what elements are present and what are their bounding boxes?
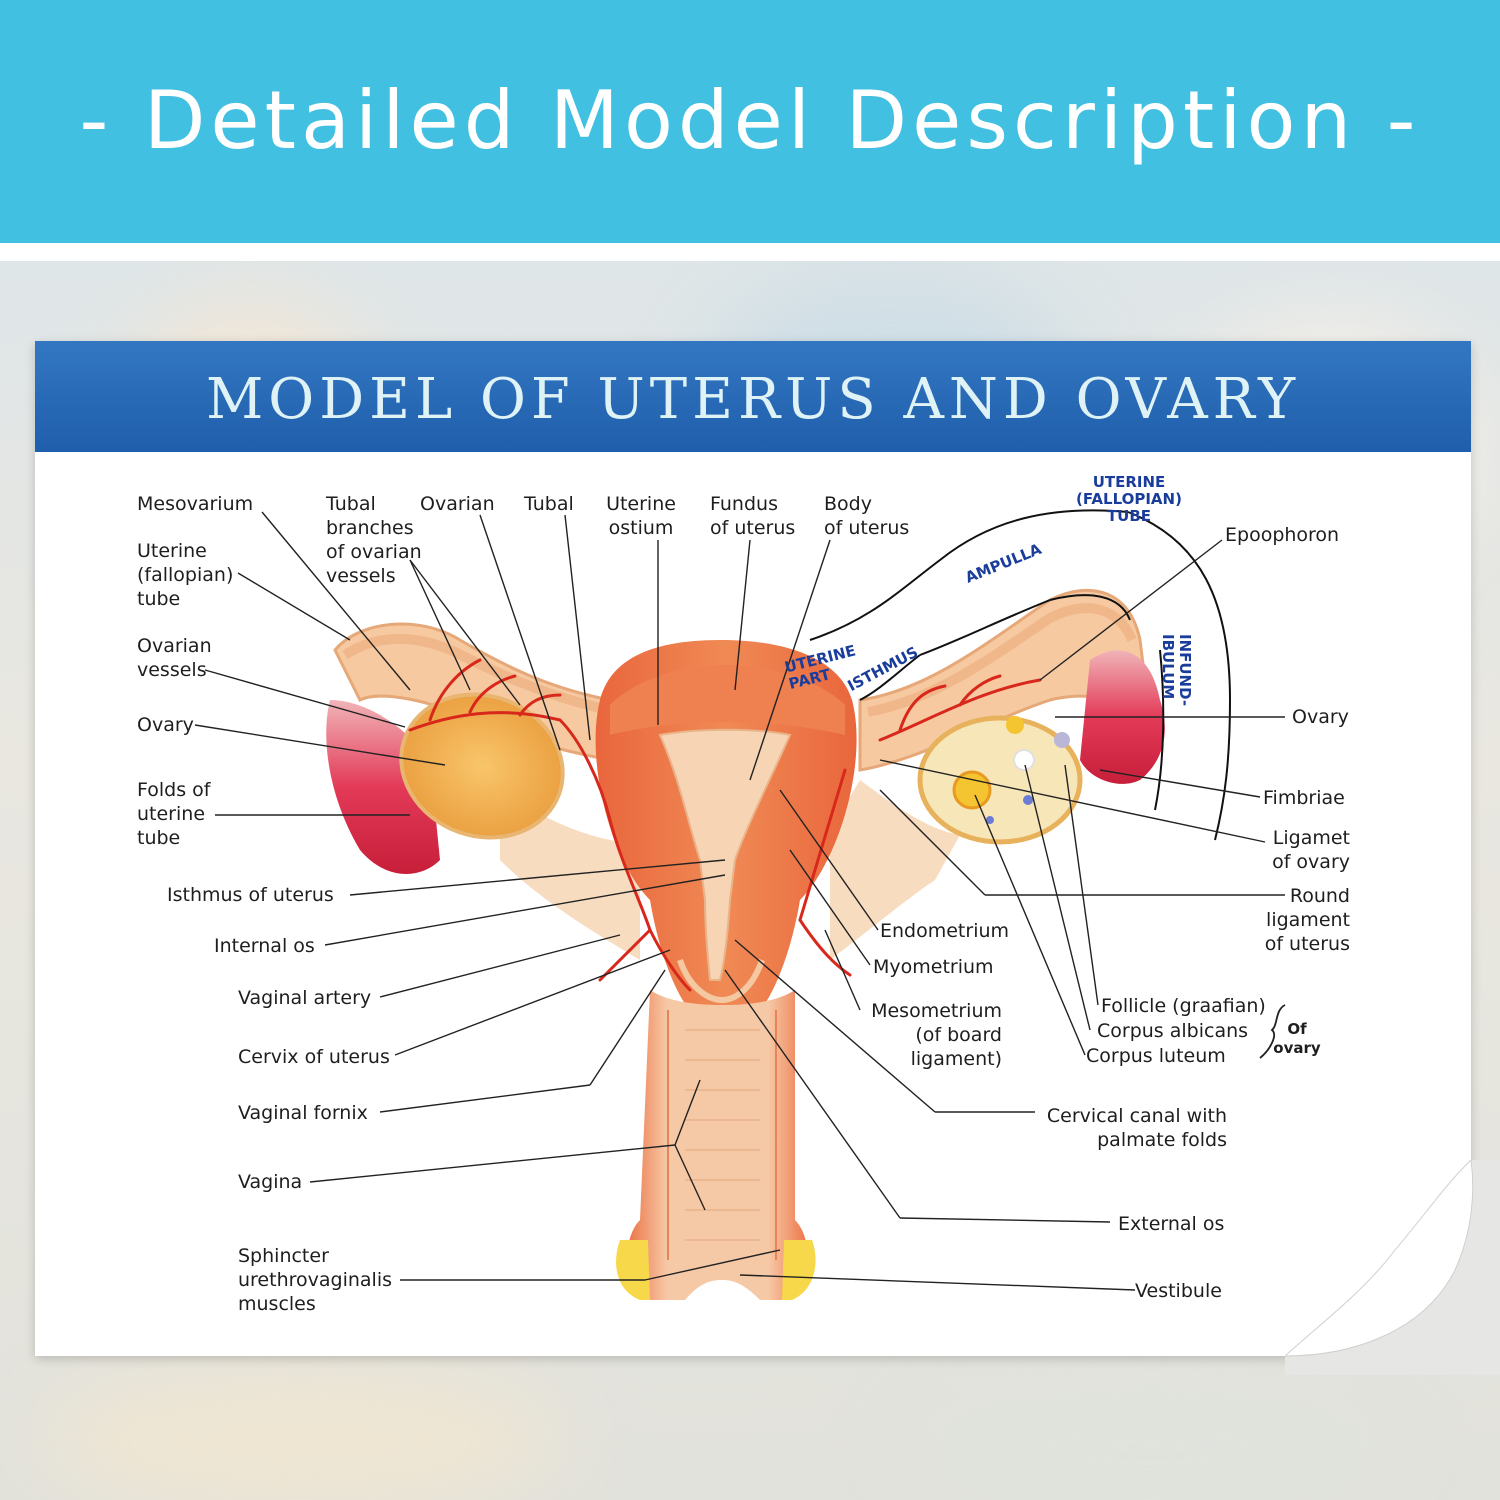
label-internal-os: Internal os [214, 935, 315, 957]
label-corpus-luteum: Corpus luteum [1086, 1045, 1226, 1067]
uterine-tube-bracket [809, 509, 1129, 641]
poster-header: MODEL OF UTERUS AND OVARY [35, 341, 1471, 452]
label-external-os: External os [1118, 1213, 1225, 1235]
label-follicle: Follicle (graafian) [1101, 995, 1266, 1017]
vagina-shape [627, 990, 808, 1300]
label-vagina: Vagina [238, 1171, 303, 1193]
label-body-of-uterus: Body of uterus [824, 493, 910, 539]
label-vestibule: Vestibule [1135, 1280, 1222, 1302]
label-ovary-left: Ovary [137, 714, 194, 736]
label-tubal: Tubal [524, 493, 574, 515]
label-endometrium: Endometrium [880, 920, 1010, 942]
label-ovarian: Ovarian [420, 493, 495, 515]
region-uterine-tube: UTERINE (FALLOPIAN) TUBE [1076, 473, 1182, 525]
label-uterine-tube: Uterine (fallopian) tube [137, 540, 234, 610]
label-tubal-branches: Tubal branches of ovarian vessels [326, 493, 422, 587]
label-ligament-of-ovary: Ligamet of ovary [1272, 827, 1350, 873]
label-of-ovary: Of ovary [1273, 1020, 1321, 1057]
banner-title: - Detailed Model Description - [79, 74, 1421, 167]
label-vaginal-fornix: Vaginal fornix [238, 1102, 368, 1124]
label-isthmus-of-uterus: Isthmus of uterus [167, 884, 334, 906]
cervix [677, 958, 765, 1004]
label-uterine-ostium: Uterine ostium [606, 493, 676, 539]
label-cervix: Cervix of uterus [238, 1046, 390, 1068]
label-mesovarium: Mesovarium [137, 493, 254, 515]
label-ovary-right: Ovary [1292, 706, 1349, 728]
label-mesometrium: Mesometrium (of board ligament) [871, 1000, 1002, 1070]
page-curl [1285, 1160, 1500, 1375]
label-epoophoron: Epoophoron [1225, 524, 1340, 546]
poster-title: MODEL OF UTERUS AND OVARY [205, 367, 1301, 432]
uterine-cavity [658, 728, 792, 981]
label-round-ligament: Round ligament of uterus [1264, 885, 1350, 955]
left-ovary-shape [399, 692, 565, 840]
region-infundibulum: INFUND- IBULUM [1159, 634, 1194, 707]
label-ovarian-vessels: Ovarian vessels [137, 635, 212, 681]
label-myometrium: Myometrium [873, 956, 994, 978]
label-fundus: Fundus of uterus [710, 493, 796, 539]
label-vaginal-artery: Vaginal artery [238, 987, 372, 1009]
banner-divider [0, 243, 1500, 261]
label-corpus-albicans: Corpus albicans [1097, 1020, 1249, 1042]
top-banner: - Detailed Model Description - [0, 0, 1500, 243]
right-ovary-shape [917, 715, 1083, 845]
label-cervical-canal: Cervical canal with palmate folds [1046, 1105, 1227, 1151]
label-folds-uterine-tube: Folds of uterine tube [137, 779, 211, 849]
ovary-brace [1259, 1004, 1286, 1059]
label-sphincter: Sphincter urethrovaginalis muscles [238, 1245, 393, 1315]
label-fimbriae: Fimbriae [1263, 787, 1345, 809]
